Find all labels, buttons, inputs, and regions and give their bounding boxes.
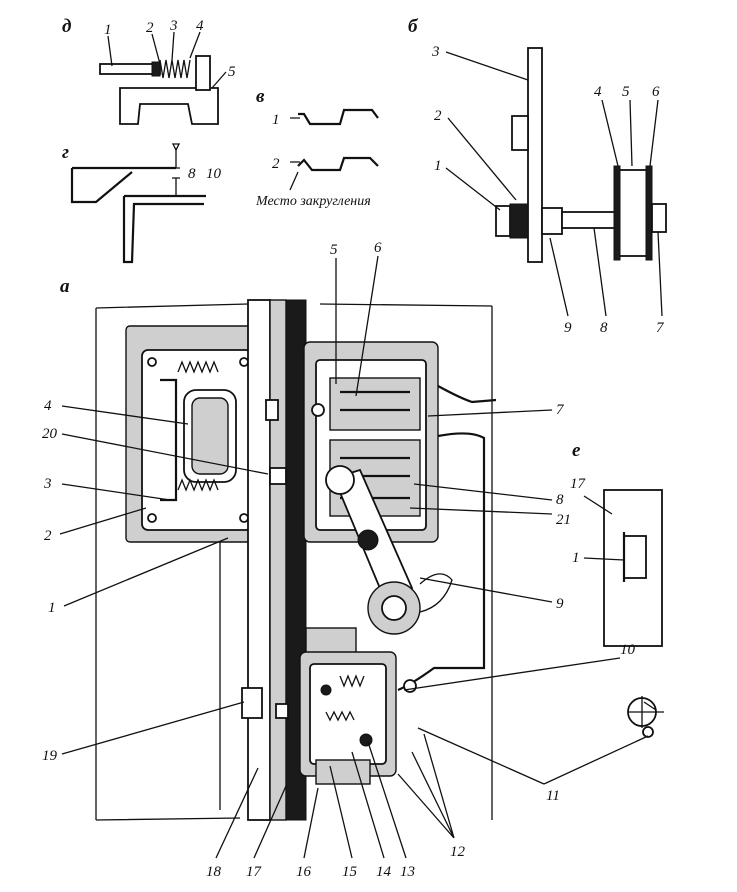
label-b-2: 2 — [434, 108, 442, 124]
section-label-d: д — [62, 16, 71, 37]
label-a-8: 8 — [556, 492, 564, 508]
label-a-11: 11 — [546, 788, 560, 804]
label-a-7: 7 — [556, 402, 565, 418]
label-g-8: 8 — [188, 166, 196, 182]
section-b: б 3 2 1 4 5 6 9 8 7 — [408, 16, 667, 336]
label-a-13: 13 — [400, 864, 415, 880]
section-a: а — [42, 240, 657, 880]
section-e: е 17 1 — [570, 440, 664, 738]
label-g-10: 10 — [206, 166, 222, 182]
label-a-19: 19 — [42, 748, 58, 764]
label-d-1: 1 — [104, 22, 112, 38]
label-v-1: 1 — [272, 112, 280, 128]
label-d-2: 2 — [146, 20, 154, 36]
section-label-g: г — [62, 142, 69, 163]
label-a-21: 21 — [556, 512, 571, 528]
label-a-14: 14 — [376, 864, 392, 880]
caption-v: Место закругления — [255, 194, 371, 209]
label-b-9: 9 — [564, 320, 572, 336]
label-a-3: 3 — [43, 476, 52, 492]
label-a-6: 6 — [374, 240, 382, 256]
label-a-1: 1 — [48, 600, 56, 616]
label-d-4: 4 — [196, 18, 204, 34]
label-a-20: 20 — [42, 426, 58, 442]
label-e-17: 17 — [570, 476, 587, 492]
section-label-b: б — [408, 16, 419, 37]
label-a-4: 4 — [44, 398, 52, 414]
label-b-7: 7 — [656, 320, 665, 336]
label-b-1: 1 — [434, 158, 442, 174]
label-a-5: 5 — [330, 242, 338, 258]
section-label-e: е — [572, 440, 581, 461]
label-a-18: 18 — [206, 864, 222, 880]
section-g: г 8 10 — [62, 142, 222, 264]
label-a-10: 10 — [620, 642, 636, 658]
label-a-17: 17 — [246, 864, 263, 880]
label-a-9: 9 — [556, 596, 564, 612]
label-a-15: 15 — [342, 864, 358, 880]
label-b-3: 3 — [431, 44, 440, 60]
label-e-1: 1 — [572, 550, 580, 566]
label-a-12: 12 — [450, 844, 466, 860]
label-b-4: 4 — [594, 84, 602, 100]
label-b-6: 6 — [652, 84, 660, 100]
label-a-2: 2 — [44, 528, 52, 544]
section-label-v: в — [256, 86, 265, 107]
label-d-5: 5 — [228, 64, 236, 80]
section-v: в 1 2 Место закругления — [255, 86, 379, 209]
section-label-a: а — [60, 276, 70, 297]
section-d: д 1 2 3 4 5 — [62, 16, 236, 125]
label-a-16: 16 — [296, 864, 312, 880]
label-b-5: 5 — [622, 84, 630, 100]
label-d-3: 3 — [169, 18, 178, 34]
label-b-8: 8 — [600, 320, 608, 336]
label-v-2: 2 — [272, 156, 280, 172]
